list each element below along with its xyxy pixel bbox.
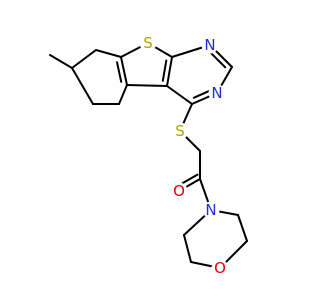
bond-c7-c8	[71, 49, 97, 69]
bond-m1-m2	[237, 214, 248, 242]
bond-c4-c4a	[166, 85, 193, 105]
bond-c8-c8a	[95, 49, 122, 58]
bond-methyl-c7	[49, 54, 73, 69]
chemical-structure-diagram: S N N S O N O	[49, 34, 248, 277]
atom-label-n1: N	[204, 36, 215, 54]
bonds-layer	[49, 42, 248, 269]
atom-labels-layer: S N N S O N O	[139, 34, 229, 277]
bond-c4a-c4b	[126, 84, 168, 87]
bond-c9a-c4a-inner	[161, 59, 168, 82]
bond-n1-c2-inner	[208, 50, 227, 69]
bond-c8a-c4b	[120, 56, 128, 86]
atom-label-n3: N	[211, 84, 222, 102]
atom-label-o_keto: O	[173, 182, 185, 200]
bond-c4b-c5	[118, 84, 128, 105]
bond-c6-c7	[71, 67, 94, 105]
atom-label-n_morph: N	[205, 201, 216, 219]
atom-label-s_thio: S	[143, 34, 153, 52]
atom-label-background-o_keto	[170, 182, 188, 200]
atom-label-background-n3	[208, 84, 226, 102]
atom-label-background-n_morph	[202, 201, 220, 219]
atom-label-background-n1	[201, 36, 219, 54]
bond-c8a-c4b-inner	[116, 61, 123, 83]
atom-label-s_link: S	[175, 122, 185, 140]
atom-label-background-s_thio	[139, 34, 157, 52]
bond-m3-m4	[183, 234, 192, 263]
bond-c9a-c4a	[166, 56, 173, 87]
atom-label-o_morph: O	[214, 259, 226, 277]
bond-n3-c4-inner	[192, 89, 213, 99]
atom-label-background-o_morph	[211, 259, 229, 277]
atom-label-background-s_link	[171, 122, 189, 140]
